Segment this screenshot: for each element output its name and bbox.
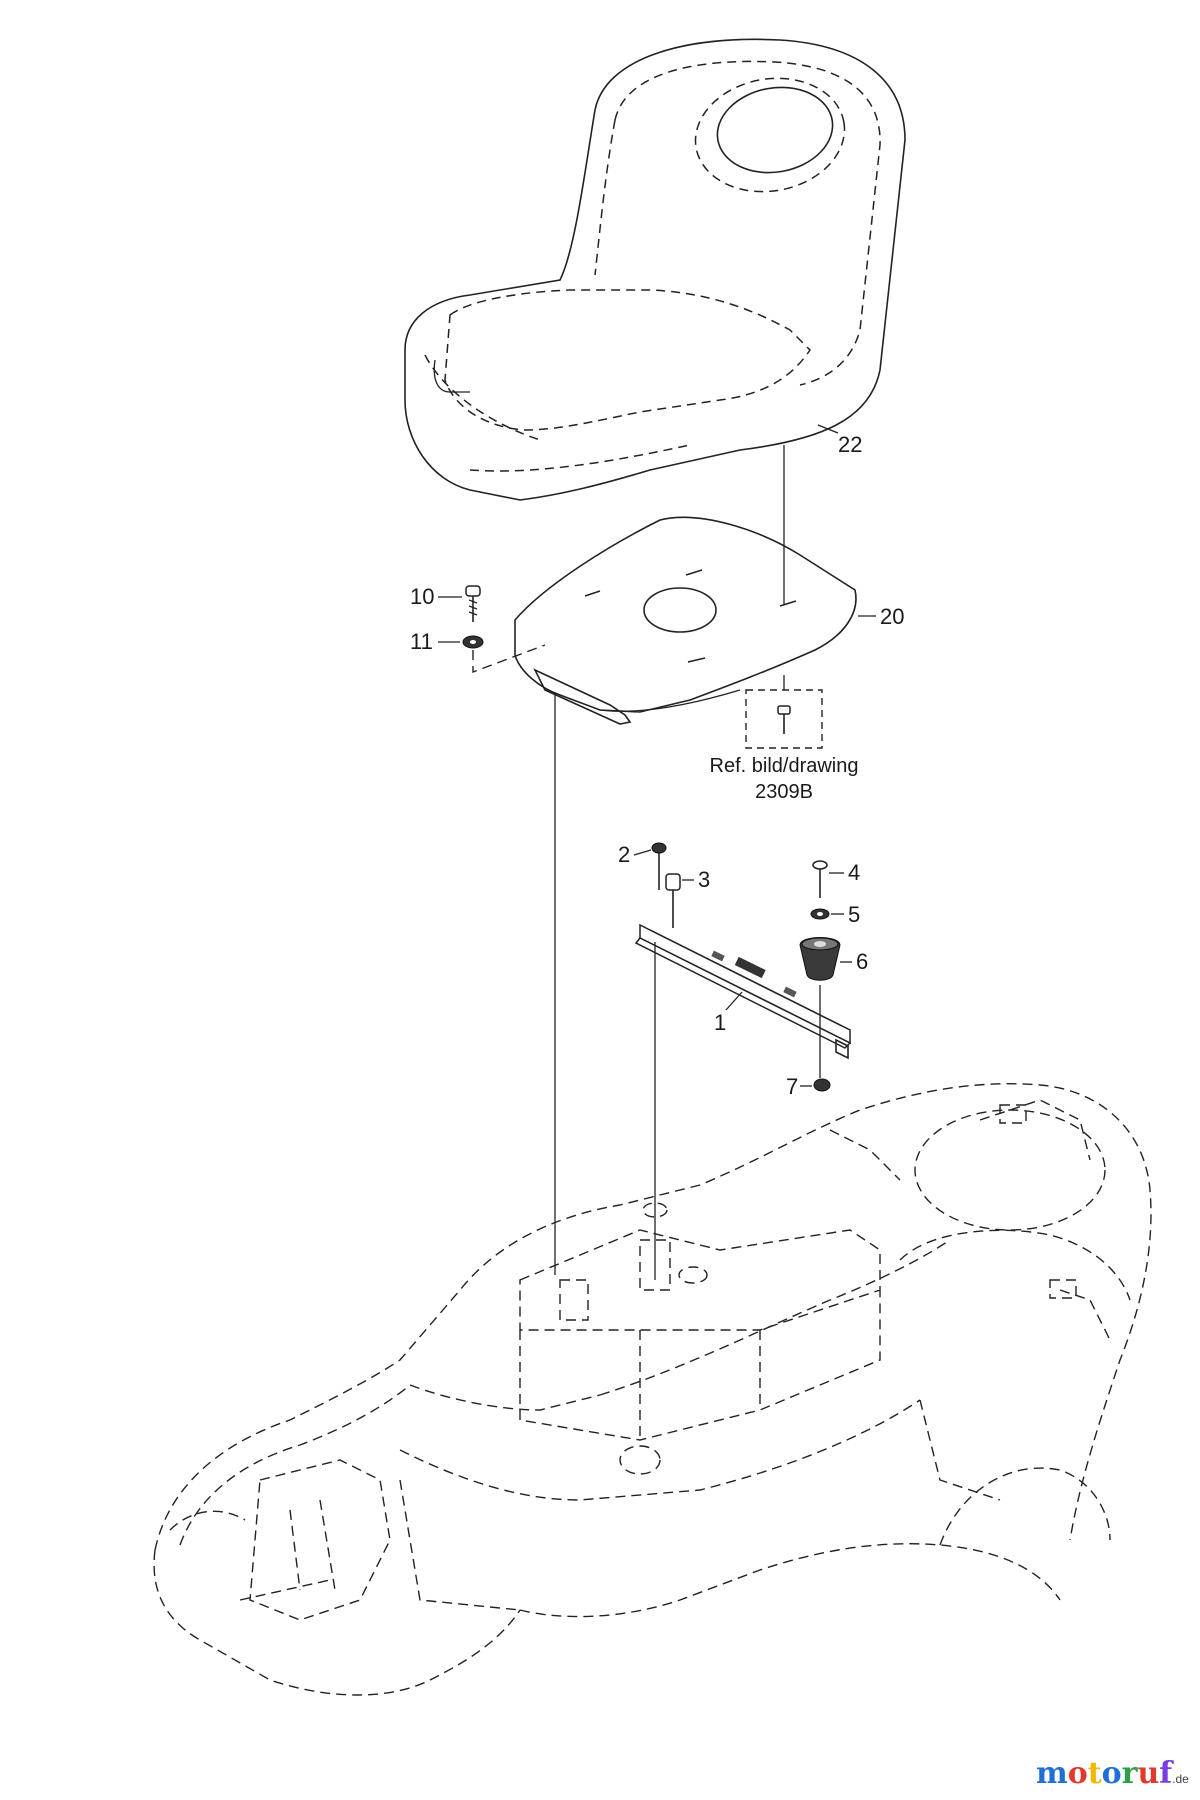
label-7: 7 <box>786 1074 798 1099</box>
label-5: 5 <box>848 902 860 927</box>
screw-guide <box>472 644 546 674</box>
label-20: 20 <box>880 604 904 629</box>
reference-line2: 2309B <box>755 781 813 803</box>
label-2: 2 <box>618 842 630 867</box>
seat-22 <box>404 38 906 501</box>
label-11: 11 <box>410 629 433 654</box>
bolt-4 <box>812 860 828 898</box>
seat-rail-1 <box>634 923 852 1060</box>
watermark-letter: o <box>1101 1756 1122 1791</box>
label-4: 4 <box>848 860 860 885</box>
seat-plate-20 <box>514 516 857 725</box>
reference-line1: Ref. bild/drawing <box>710 755 859 777</box>
watermark-letter: o <box>1067 1756 1088 1791</box>
washer-5 <box>810 908 830 920</box>
reference-box <box>745 675 823 749</box>
label-1: 1 <box>714 1010 726 1035</box>
watermark-letter: f <box>1159 1756 1173 1791</box>
washer-11 <box>462 635 484 649</box>
label-6: 6 <box>856 949 868 974</box>
watermark-letter: m <box>1036 1756 1068 1791</box>
watermark-text: motoruf <box>1036 1756 1172 1791</box>
bumper-6 <box>799 937 841 981</box>
watermark-logo: motoruf.de <box>1036 1756 1189 1791</box>
label-10: 10 <box>410 584 434 609</box>
nut-7 <box>813 1078 831 1092</box>
label-3: 3 <box>698 867 710 892</box>
watermark-suffix: .de <box>1172 1772 1189 1786</box>
mower-body-frame <box>153 1083 1152 1696</box>
watermark-letter: u <box>1137 1756 1160 1791</box>
watermark-letter: r <box>1121 1756 1138 1791</box>
bushing-3 <box>665 873 681 928</box>
label-22: 22 <box>838 432 862 457</box>
screw-10 <box>465 585 481 622</box>
watermark-letter: t <box>1087 1756 1102 1791</box>
bolt-2 <box>651 842 667 890</box>
